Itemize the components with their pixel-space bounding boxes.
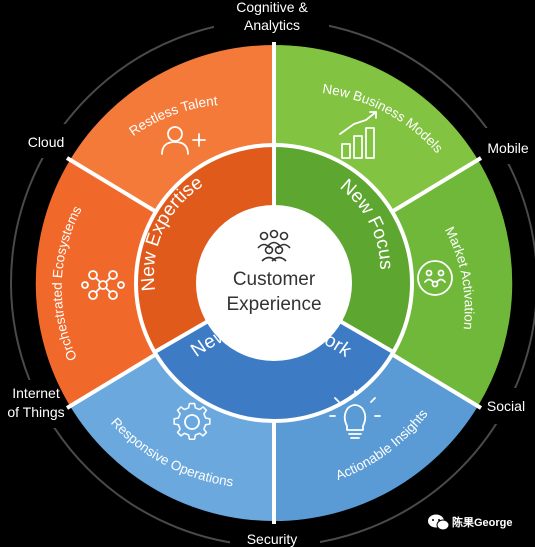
- outside-label-iot-line1: Internet: [12, 385, 60, 401]
- outside-label-cloud: Cloud: [28, 134, 65, 150]
- outside-label-security: Security: [247, 531, 298, 547]
- center-title-line2: Experience: [226, 294, 321, 315]
- outside-label-iot-line2: of Things: [7, 404, 64, 420]
- gear-icon: [173, 402, 211, 441]
- bar-chart-growth-icon: [339, 111, 377, 159]
- outside-label-mobile: Mobile: [487, 140, 528, 156]
- person-add-icon: [161, 126, 206, 155]
- watermark-text: 陈果George: [452, 515, 513, 529]
- center-circle: [196, 205, 352, 361]
- people-group-icon: [257, 229, 291, 262]
- lightbulb-icon: [329, 390, 381, 439]
- outside-label-cognitive-line1: Cognitive &: [236, 0, 308, 15]
- watermark: 陈果George: [428, 514, 513, 531]
- network-icon: [81, 270, 125, 300]
- center-title-line1: Customer: [233, 269, 316, 290]
- outside-label-cognitive-line2: Analytics: [244, 17, 300, 33]
- recycle-people-icon: [417, 260, 453, 296]
- wechat-icon: [428, 514, 450, 531]
- outside-label-social: Social: [487, 398, 525, 414]
